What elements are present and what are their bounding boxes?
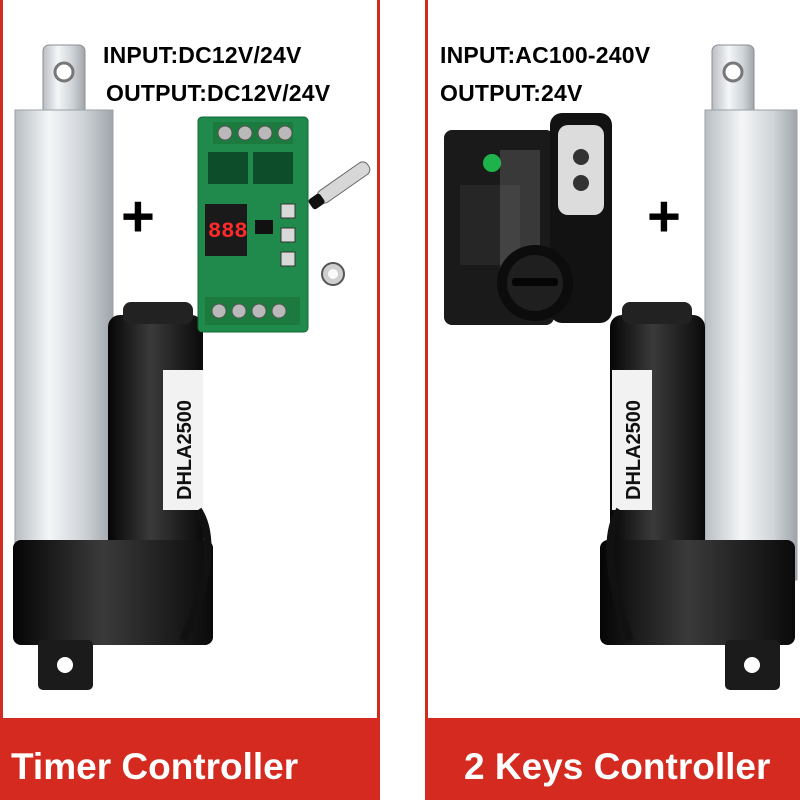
timer-controller-title: Timer Controller (11, 746, 299, 787)
two-keys-controller-title: 2 Keys Controller (464, 746, 771, 787)
input-spec-left: INPUT:DC12V/24V (103, 42, 302, 68)
linear-actuator-left: DHLA2500 (13, 44, 213, 690)
timer-controller-panel: DHLA2500 INPUT:DC12V/24V OUTPUT:DC12V/24… (0, 0, 380, 800)
plus-sign-left: + (121, 184, 155, 249)
two-keys-controller-panel: INPUT:AC100-240V OUTPUT:24V + (425, 0, 800, 800)
actuator-model-label: DHLA2500 (174, 400, 196, 500)
timer-controller-board: 888 (197, 116, 371, 333)
output-spec-left: OUTPUT:DC12V/24V (106, 80, 331, 106)
output-spec-right: OUTPUT:24V (440, 80, 583, 106)
two-keys-controller-banner: 2 Keys Controller (428, 718, 800, 800)
remote-controller-set (444, 113, 612, 325)
linear-actuator-right: DHLA2500 (600, 44, 798, 690)
actuator-model-label-right: DHLA2500 (623, 400, 645, 500)
plus-sign-right: + (647, 184, 681, 249)
timer-controller-banner: Timer Controller (3, 718, 377, 800)
input-spec-right: INPUT:AC100-240V (440, 42, 651, 68)
timer-display-digits: 888 (208, 219, 248, 244)
